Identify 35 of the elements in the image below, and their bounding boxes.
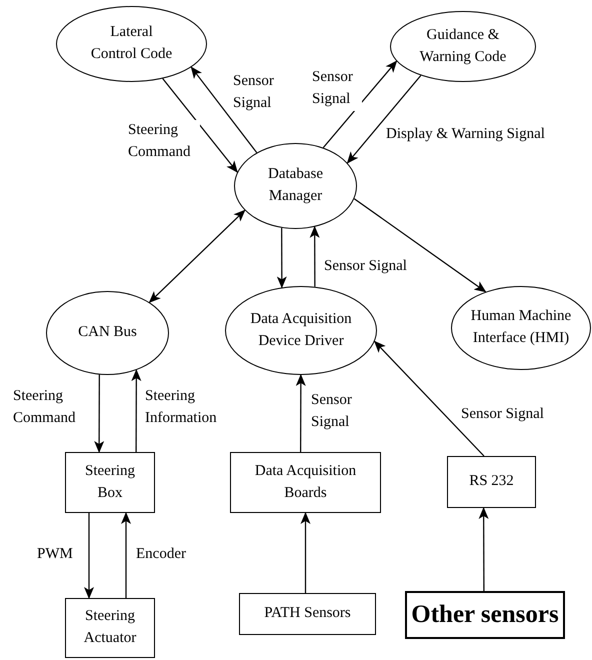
arrow (276, 228, 287, 288)
process-ellipse (234, 143, 357, 229)
arrow (300, 512, 310, 593)
arrow (374, 340, 484, 456)
process-box (405, 591, 565, 639)
node-label: CAN Bus (78, 323, 137, 342)
node-label: Guidance & Warning Code (418, 26, 508, 66)
process-box (65, 452, 155, 513)
arrow (84, 513, 94, 599)
arrow (346, 75, 422, 164)
arrow (121, 512, 131, 598)
node-label: Human Machine Interface (HMI) (470, 307, 572, 348)
arrow (94, 374, 104, 453)
process-box (239, 593, 376, 635)
process-box (65, 598, 155, 658)
node-label: RS 232 (469, 472, 514, 492)
arrow (148, 210, 246, 303)
node-label: PATH Sensors (264, 604, 351, 624)
arrow (190, 66, 258, 153)
node-label: Data Acquisition Boards (254, 462, 358, 502)
arrow (322, 60, 398, 148)
node-label: Steering Actuator (82, 607, 138, 648)
arrow (162, 78, 238, 173)
arrow (478, 507, 489, 591)
arrow (131, 369, 142, 452)
process-box (230, 452, 381, 513)
node-label: Lateral Control Code (90, 23, 174, 64)
arrow (296, 374, 306, 452)
process-box (447, 456, 536, 508)
node-label: Other sensors (411, 600, 559, 630)
arrow (354, 198, 486, 292)
arrow (310, 226, 320, 287)
node-label: Steering Box (84, 462, 136, 502)
node-label: Data Acquisition Device Driver (249, 310, 353, 350)
node-label: Database Manager (267, 165, 324, 206)
